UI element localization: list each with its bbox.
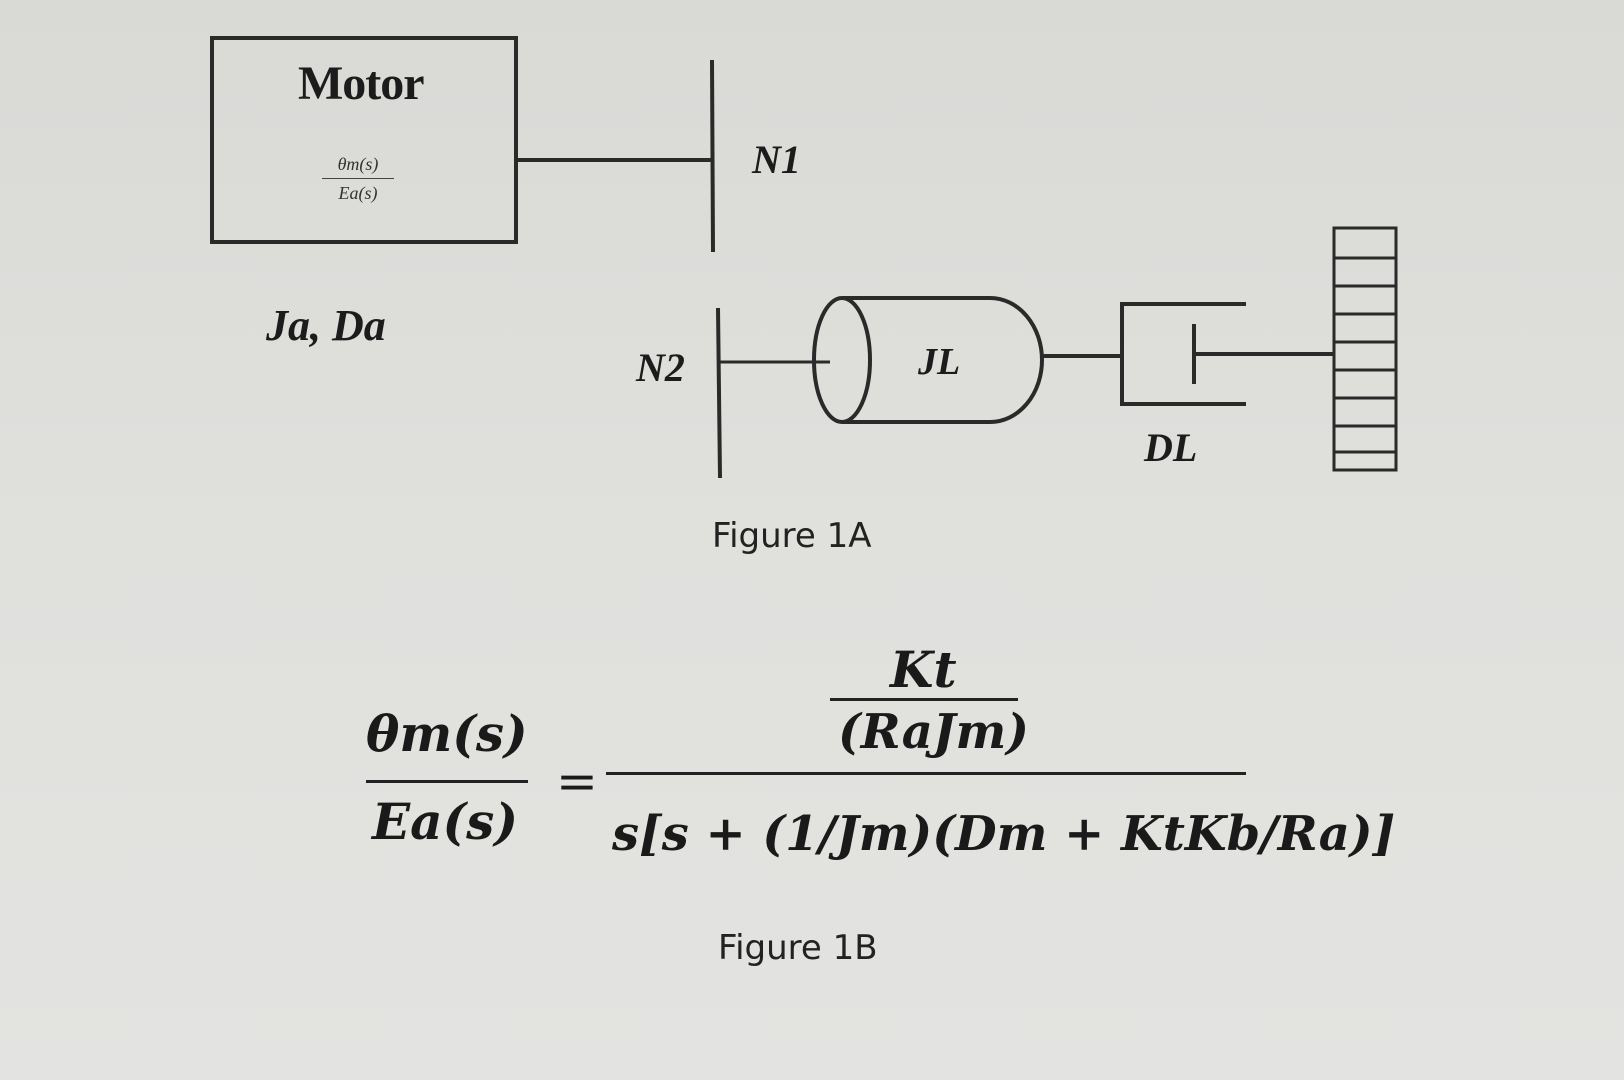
motor-title: Motor [298,57,425,110]
load-inertia-label: JL [918,341,961,383]
gear-n2-label: N2 [636,345,685,390]
equals-sign: = [556,752,598,810]
motor-transfer-function: θm(s) Ea(s) [318,152,398,205]
viscous-damper [1120,302,1334,406]
lhs-fraction-bar [366,780,528,783]
gear-n2 [716,307,722,479]
motor-box [210,36,518,244]
gear-n1 [710,59,715,253]
load-damper-label: DL [1144,425,1198,470]
lhs-denominator: Ea(s) [372,792,518,851]
figure-1a-caption: Figure 1A [712,516,872,556]
rhs-denominator: s[s + (1/Jm)(Dm + KtKb/Ra)] [612,806,1396,862]
motor-tf-numerator: θm(s) [337,154,379,174]
rhs-numerator-bottom: (RaJm) [838,704,1030,760]
motor-tf-denominator: Ea(s) [338,183,378,203]
rhs-inner-fraction-bar [830,698,1018,701]
ground-wall [1332,226,1398,472]
gear-n1-label: N1 [752,137,801,182]
motor-params-label: Ja, Da [266,301,386,350]
figure-1b-caption: Figure 1B [718,928,878,968]
rhs-main-fraction-bar [606,772,1246,775]
lhs-numerator: θm(s) [366,704,528,763]
rhs-numerator-top: Kt [890,640,957,699]
motor-tf-bar [322,178,394,179]
load-inertia-cylinder [812,296,1044,424]
